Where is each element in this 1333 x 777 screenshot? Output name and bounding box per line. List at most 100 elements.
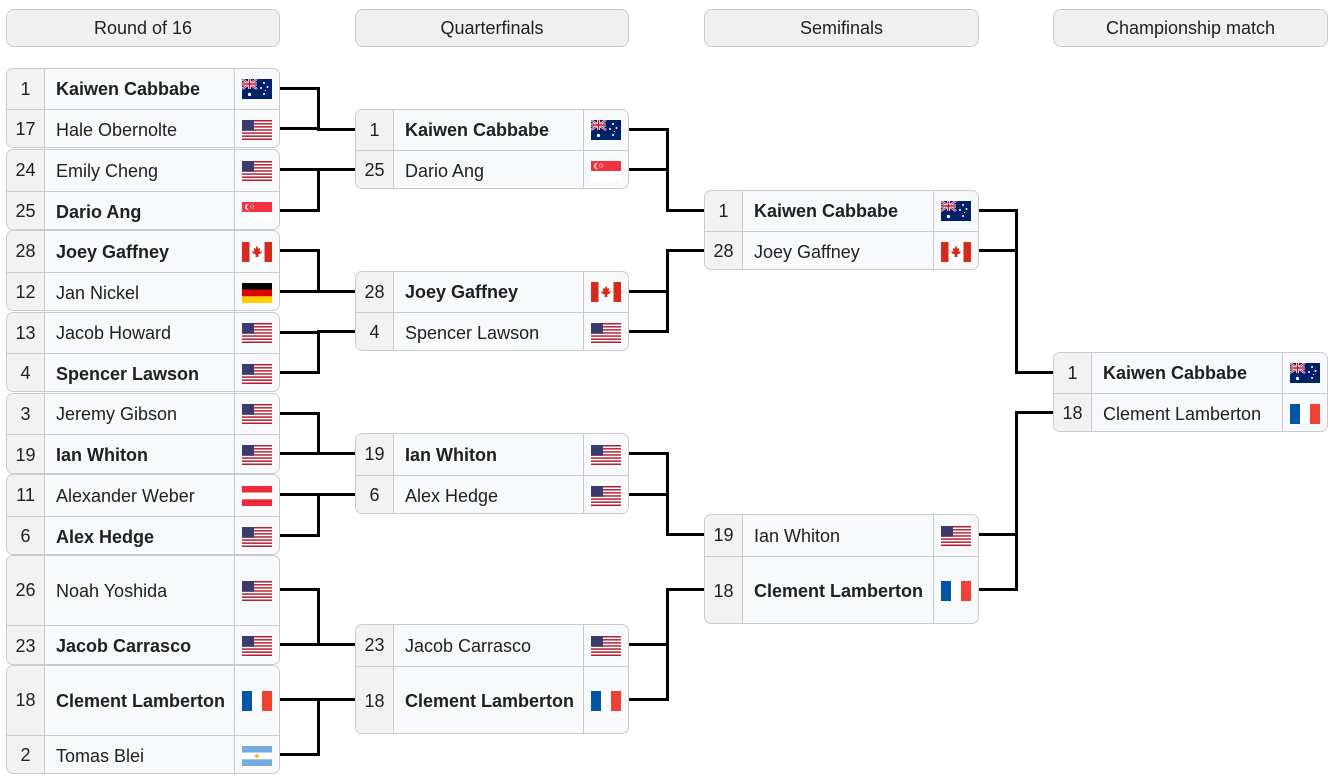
competitor-name-winner: Spencer Lawson [45,354,235,391]
competitor-name: Spencer Lawson [394,313,584,350]
bracket-connector-line [318,167,355,171]
round-header-championship: Championship match [1053,9,1328,47]
competitor-name: Joey Gaffney [743,232,934,269]
bracket-connector-line [280,698,320,701]
bracket-connector-line [979,248,1018,252]
competitor-name-winner: Joey Gaffney [45,231,235,272]
seed-number: 1 [356,110,394,150]
bracket-connector-line [629,167,669,171]
bracket-connector-line [318,643,355,646]
bracket-connector-line [280,452,320,455]
bracket-connector-line [316,431,320,455]
bracket-connector-line [318,329,355,333]
usa-flag [235,354,279,391]
competitor-name-winner: Kaiwen Cabbabe [394,110,584,150]
singapore-flag [584,151,628,188]
bracket-connector-line [280,643,320,646]
seed-number: 6 [356,476,394,513]
seed-number: 18 [705,557,743,623]
bracket-connector-line [629,452,669,455]
bracket-connector-line [665,588,669,674]
seed-number: 23 [356,625,394,666]
competitor-name-winner: Dario Ang [45,192,235,229]
bracket-connector-line [280,411,320,415]
bracket-connector-line [316,492,320,517]
seed-number: 4 [7,354,45,391]
bracket-connector-line [667,208,704,212]
bracket-connector-line [1016,370,1053,374]
competitor-name: Clement Lamberton [1092,394,1283,431]
competitor-name-winner: Alex Hedge [45,517,235,554]
usa-flag [584,625,628,666]
france-flag [1283,394,1327,431]
seed-number: 25 [356,151,394,188]
argentina-flag [235,736,279,773]
bracket-connector-line [280,588,320,591]
seed-number: 23 [7,626,45,664]
seed-number: 28 [356,272,394,312]
bracket-connector-line [629,698,669,701]
competitor-name-winner: Joey Gaffney [394,272,584,312]
bracket-connector-line [667,248,704,252]
usa-flag [235,313,279,353]
competitor-name: Noah Yoshida [45,556,235,625]
competitor-name-winner: Kaiwen Cabbabe [45,69,235,109]
bracket-connector-line [316,329,320,354]
bracket-connector-line [318,698,355,701]
bracket-connector-line [318,452,355,455]
competitor-name-winner: Clement Lamberton [743,557,934,623]
seed-number: 1 [705,191,743,231]
seed-number: 1 [1054,353,1092,393]
seed-number: 17 [7,110,45,147]
seed-number: 13 [7,313,45,353]
competitor-name: Tomas Blei [45,736,235,773]
usa-flag [584,476,628,513]
round-header-semifinals: Semifinals [704,9,979,47]
france-flag [934,557,978,623]
bracket-connector-line [318,492,355,496]
round-header-quarterfinals: Quarterfinals [355,9,629,47]
bracket-connector-line [629,289,669,293]
australia-flag [235,69,279,109]
france-flag [584,667,628,733]
bracket-connector-line [979,208,1018,212]
competitor-name: Jeremy Gibson [45,394,235,434]
seed-number: 19 [7,435,45,473]
bracket-connector-line [280,493,320,496]
competitor-name: Emily Cheng [45,150,235,191]
seed-number: 18 [1054,394,1092,431]
usa-flag [235,626,279,664]
seed-number: 12 [7,273,45,310]
bracket-connector-line [665,147,669,212]
competitor-name-winner: Jacob Carrasco [45,626,235,664]
australia-flag [584,110,628,150]
bracket-connector-line [979,588,1018,591]
competitor-name-winner: Kaiwen Cabbabe [743,191,934,231]
bracket-connector-line [629,127,669,131]
australia-flag [934,191,978,231]
